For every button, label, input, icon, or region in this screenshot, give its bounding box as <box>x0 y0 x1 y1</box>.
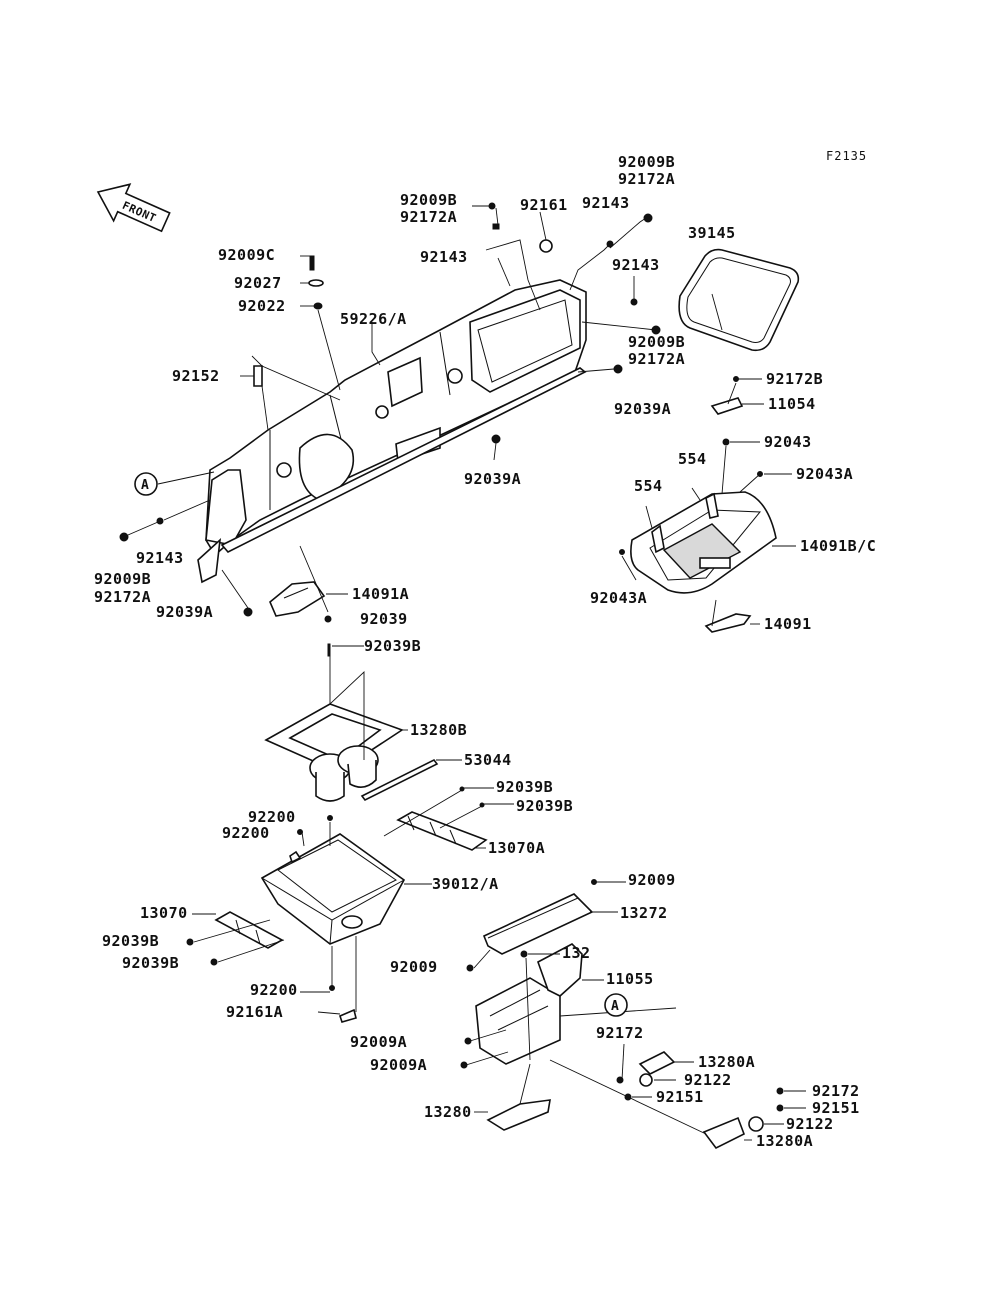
cup-holder-tray-13280B <box>264 703 404 802</box>
hinge-554-right <box>705 492 719 519</box>
label-l27: 92009B <box>94 570 151 588</box>
label-l45: 13272 <box>620 904 668 922</box>
label-l48: 132 <box>562 944 591 962</box>
label-l41: 13070A <box>488 839 545 857</box>
label-l34: 92039B <box>364 637 421 655</box>
label-l16: 92152 <box>172 367 220 385</box>
label-l60: 92151 <box>812 1099 860 1117</box>
label-l50: 11055 <box>606 970 654 988</box>
label-l18: 92039A <box>614 400 671 418</box>
label-l09: 92143 <box>420 248 468 266</box>
front-direction-arrow: FRONT <box>96 183 171 233</box>
label-l21: 554 <box>678 450 707 468</box>
glovebox-seal-39145 <box>678 248 800 352</box>
bracket-assembly-11055 <box>475 943 583 1065</box>
storage-box-39012 <box>260 833 406 945</box>
label-l23: 92043A <box>796 465 853 483</box>
fasteners-upper <box>119 202 763 623</box>
label-l49: 92009 <box>390 958 438 976</box>
fasteners-lower <box>186 643 784 1112</box>
part-labels: 92009B 92172A 92009B 92172A 92161 92143 … <box>94 153 876 1150</box>
label-l14: 92009B <box>628 333 685 351</box>
svg-text:A: A <box>141 478 149 493</box>
panel-13272 <box>482 893 594 955</box>
label-l42: 39012/A <box>432 875 499 893</box>
hinge-554-left <box>651 524 665 554</box>
rod-53044 <box>360 758 439 802</box>
label-l58: 92151 <box>656 1088 704 1106</box>
latch-14091 <box>704 613 752 633</box>
label-l63: 13280A <box>756 1132 813 1150</box>
bracket-13280 <box>486 1099 551 1131</box>
label-l22: 92039A <box>464 470 521 488</box>
leader-lines-upper <box>127 205 796 627</box>
label-l47: 92039B <box>122 954 179 972</box>
bracket-13280A-lower <box>702 1116 764 1150</box>
label-l33: 14091 <box>764 615 812 633</box>
label-l35: 13280B <box>410 721 467 739</box>
label-l29: 92043A <box>590 589 647 607</box>
label-l24: 554 <box>634 477 663 495</box>
label-l38: 92039B <box>516 797 573 815</box>
label-l17: 92172B <box>766 370 823 388</box>
label-l32: 92039 <box>360 610 408 628</box>
pad-92161A <box>339 1008 357 1023</box>
label-l19: 11054 <box>768 395 816 413</box>
label-l44: 13070 <box>140 904 188 922</box>
bracket-13280A-upper <box>638 1051 676 1087</box>
label-l40: 92200 <box>222 824 270 842</box>
label-l12: 92022 <box>238 297 286 315</box>
svg-text:A: A <box>611 999 619 1014</box>
label-l36: 53044 <box>464 751 512 769</box>
label-l30: 92039A <box>156 603 213 621</box>
label-l13: 59226/A <box>340 310 407 328</box>
label-l31: 14091A <box>352 585 409 603</box>
label-l10: 92143 <box>612 256 660 274</box>
label-l28: 92172A <box>94 588 151 606</box>
label-l51: 92200 <box>250 981 298 999</box>
ref-marker-a-upper: A <box>134 472 158 496</box>
label-l15: 92172A <box>628 350 685 368</box>
label-l54: 92009A <box>350 1033 407 1051</box>
label-l26: 92143 <box>136 549 184 567</box>
label-l05: 92161 <box>520 196 568 214</box>
label-l43: 92009 <box>628 871 676 889</box>
label-l53: 92172 <box>596 1024 644 1042</box>
leader-lines-lower <box>192 645 806 1141</box>
label-l56: 92009A <box>370 1056 427 1074</box>
figure-code: F2135 <box>826 149 867 163</box>
dashboard-panel-59226 <box>197 279 587 584</box>
label-l07: 39145 <box>688 224 736 242</box>
label-l62: 92122 <box>786 1115 834 1133</box>
label-l61: 13280 <box>424 1103 472 1121</box>
label-l08: 92009C <box>218 246 275 264</box>
cover-14091A <box>269 581 326 617</box>
label-l39: 92200 <box>248 808 296 826</box>
label-l20: 92043 <box>764 433 812 451</box>
rail-13070 <box>214 911 284 949</box>
label-l03: 92009B <box>400 191 457 209</box>
label-l11: 92027 <box>234 274 282 292</box>
ref-marker-a-lower: A <box>604 993 628 1017</box>
label-l04: 92172A <box>400 208 457 226</box>
label-l46: 92039B <box>102 932 159 950</box>
label-l57: 92122 <box>684 1071 732 1089</box>
label-l37: 92039B <box>496 778 553 796</box>
label-l59: 92172 <box>812 1082 860 1100</box>
label-l52: 92161A <box>226 1003 283 1021</box>
bracket-11054 <box>710 397 744 415</box>
rail-13070A <box>396 811 488 851</box>
glovebox-lid-14091BC <box>630 491 777 594</box>
label-l06: 92143 <box>582 194 630 212</box>
label-l01: 92009B <box>618 153 675 171</box>
label-l02: 92172A <box>618 170 675 188</box>
label-l55: 13280A <box>698 1053 755 1071</box>
label-l25: 14091B/C <box>800 537 876 555</box>
